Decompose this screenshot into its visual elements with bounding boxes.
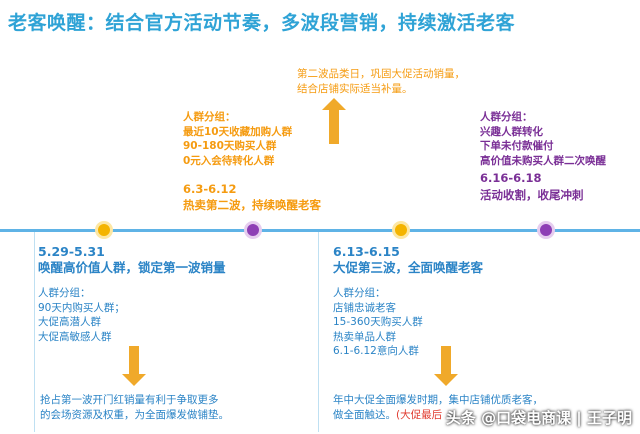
divider <box>34 232 35 432</box>
group-title: 人群分组： <box>38 287 91 299</box>
phase-2-header: 6.3-6.12 热卖第二波，持续唤醒老客 <box>183 181 321 213</box>
group-item: 90-180天购买人群 <box>183 140 277 152</box>
note-line: 抢占第一波开门红销量有利于争取更多 <box>40 394 219 406</box>
phase-date: 5.29-5.31 <box>38 244 105 259</box>
note-line: 第二波品类日，巩固大促活动销量， <box>297 68 465 80</box>
note-highlight: (大促最后 <box>396 408 443 421</box>
down-arrow-icon <box>434 346 458 386</box>
divider <box>318 232 319 432</box>
timeline-node-phase-1 <box>95 221 113 239</box>
phase-headline: 活动收割，收尾冲刺 <box>480 188 584 202</box>
group-item: 店铺忠诚老客 <box>333 301 396 314</box>
timeline <box>0 229 640 232</box>
phase-4-groups: 人群分组： 兴趣人群转化 下单未付款催付 高价值未购买人群二次唤醒 <box>480 110 606 168</box>
down-arrow-icon <box>122 346 146 386</box>
group-item: 热卖单品人群 <box>333 330 396 343</box>
phase-3-groups: 人群分组： 店铺忠诚老客 15-360天购买人群 热卖单品人群 6.1-6.12… <box>333 286 423 359</box>
group-item: 下单未付款催付 <box>480 140 554 152</box>
page-title: 老客唤醒：结合官方活动节奏，多波段营销，持续激活老客 <box>8 12 516 34</box>
phase-2-groups: 人群分组： 最近10天收藏加购人群 90-180天购买人群 0元入会待转化人群 <box>183 110 292 168</box>
top-center-note: 第二波品类日，巩固大促活动销量， 结合店铺实际适当补量。 <box>297 67 465 96</box>
group-title: 人群分组： <box>333 287 386 299</box>
watermark: 头条 @口袋电商课 | 王子明 <box>445 409 632 427</box>
group-title: 人群分组： <box>183 111 236 123</box>
phase-date: 6.13-6.15 <box>333 244 400 259</box>
group-item: 15-360天购买人群 <box>333 316 423 328</box>
phase-4-header: 6.16-6.18 活动收割，收尾冲刺 <box>480 170 584 204</box>
phase-headline: 大促第三波，全面唤醒老客 <box>333 260 484 275</box>
note-line: 结合店铺实际适当补量。 <box>297 82 413 95</box>
group-item: 兴趣人群转化 <box>480 125 543 138</box>
note-text: 做全面触达。 <box>333 408 396 421</box>
phase-date: 6.3-6.12 <box>183 182 237 196</box>
group-item: 90天内购买人群； <box>38 301 125 314</box>
group-item: 最近10天收藏加购人群 <box>183 125 293 138</box>
note-line: 的会场资源及权重，为全面爆发做铺垫。 <box>40 408 229 421</box>
up-arrow-icon <box>322 98 346 144</box>
phase-3-note: 年中大促全面爆发时期，集中店铺优质老客， 做全面触达。(大促最后 <box>333 393 543 422</box>
note-line: 做全面触达。(大促最后 <box>333 408 543 423</box>
phase-3-header: 6.13-6.15 大促第三波，全面唤醒老客 <box>333 244 483 276</box>
timeline-node-phase-4 <box>537 221 555 239</box>
group-item: 大促高潜人群 <box>38 316 101 328</box>
phase-1-groups: 人群分组： 90天内购买人群； 大促高潜人群 大促高敏感人群 <box>38 286 125 344</box>
phase-headline: 唤醒高价值人群，锁定第一波销量 <box>38 260 226 275</box>
phase-headline: 热卖第二波，持续唤醒老客 <box>183 198 321 212</box>
group-item: 大促高敏感人群 <box>38 330 112 343</box>
note-line: 年中大促全面爆发时期，集中店铺优质老客， <box>333 394 543 406</box>
phase-date: 6.16-6.18 <box>480 171 542 185</box>
phase-1-note: 抢占第一波开门红销量有利于争取更多 的会场资源及权重，为全面爆发做铺垫。 <box>40 393 229 422</box>
timeline-node-phase-2 <box>244 221 262 239</box>
group-item: 高价值未购买人群二次唤醒 <box>480 154 606 167</box>
phase-1-header: 5.29-5.31 唤醒高价值人群，锁定第一波销量 <box>38 244 226 276</box>
timeline-node-phase-3 <box>392 221 410 239</box>
group-item: 6.1-6.12意向人群 <box>333 345 419 357</box>
group-title: 人群分组： <box>480 111 533 123</box>
group-item: 0元入会待转化人群 <box>183 154 275 167</box>
